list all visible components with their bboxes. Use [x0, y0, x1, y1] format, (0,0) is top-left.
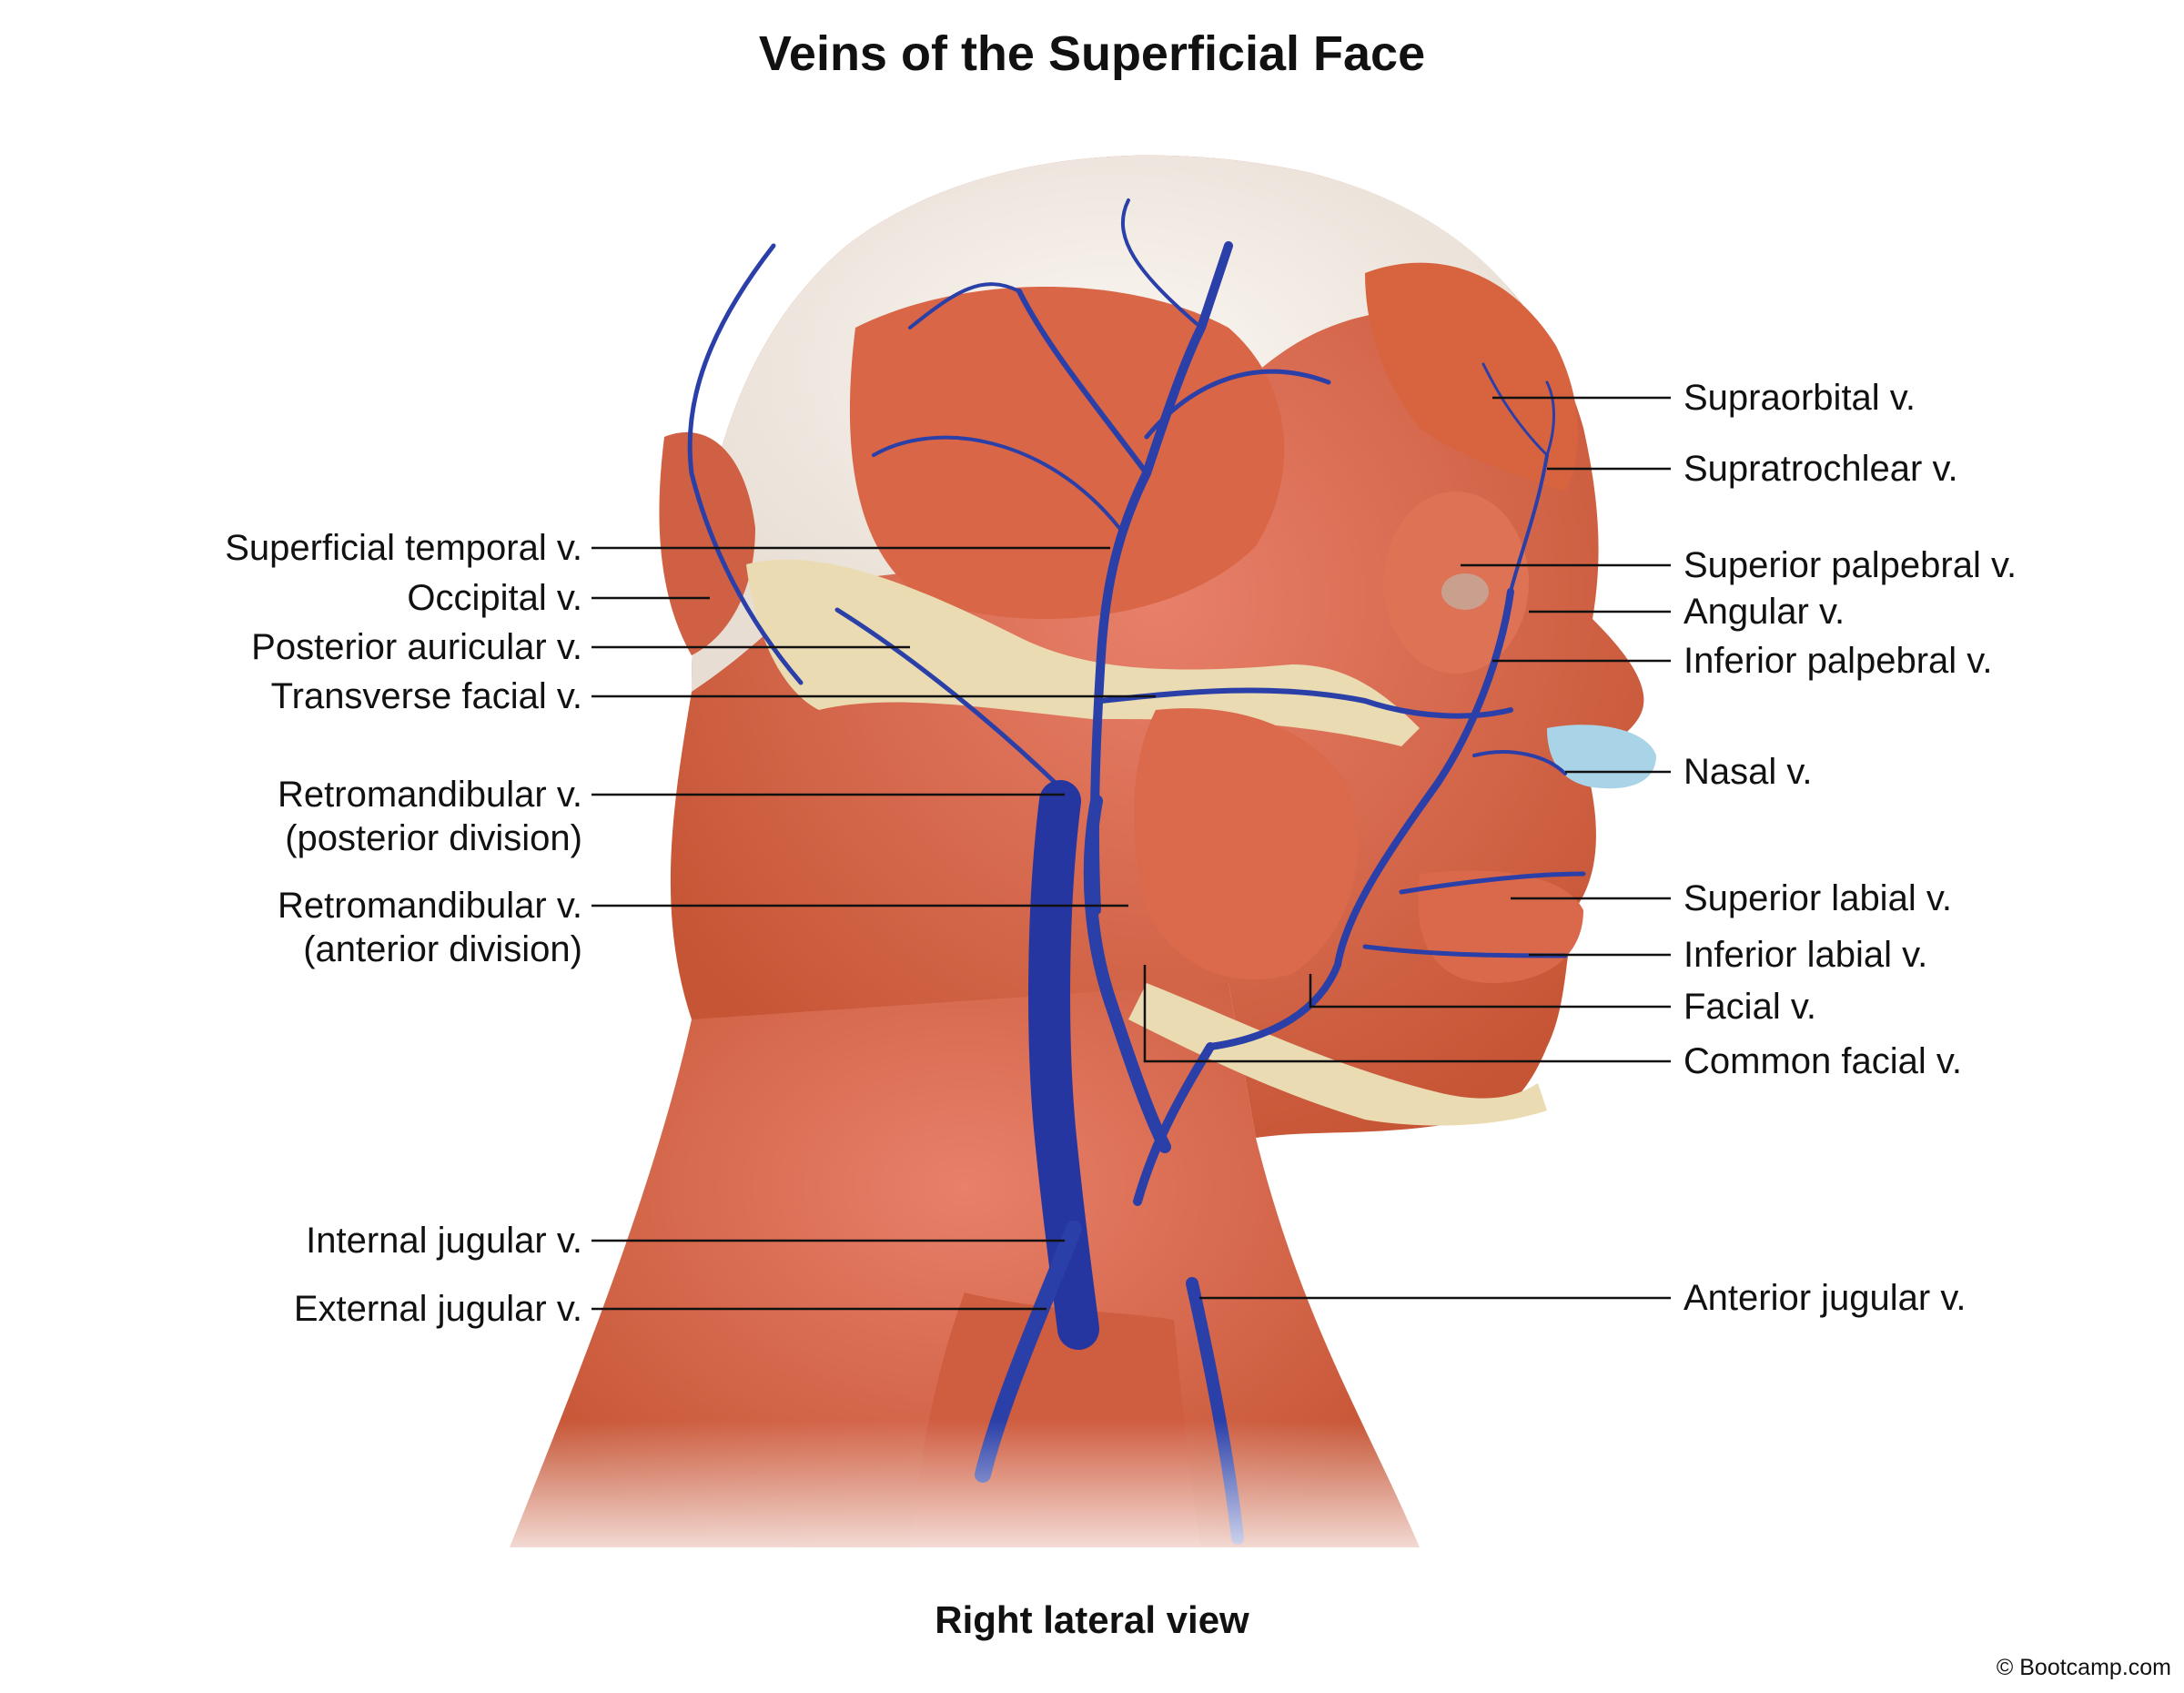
diagram-title: Veins of the Superficial Face [758, 26, 1426, 81]
angular-vein [1509, 453, 1549, 593]
label-common-facial-vein: Common facial v. [1684, 1041, 1963, 1081]
occipital-vein [687, 243, 804, 685]
label-retromandibular-vein-posterior: Retromandibular v. [278, 775, 582, 815]
internal-jugular-vein [1028, 780, 1099, 1350]
label-superior-palpebral-vein: Superior palpebral v. [1684, 545, 2017, 585]
superior-labial-vein [1399, 871, 1586, 895]
label-transverse-facial-vein: Transverse facial v. [270, 676, 582, 716]
label-superior-labial-vein: Superior labial v. [1684, 878, 1952, 918]
label-posterior-auricular-vein: Posterior auricular v. [251, 627, 582, 667]
copyright-notice: © Bootcamp.com [1996, 1655, 2171, 1680]
leader-lines [592, 396, 1671, 1311]
leader-common-facial [1143, 965, 1671, 1063]
zygomatic-arch [746, 559, 1420, 746]
label-retromandibular-vein-anterior: Retromandibular v. [278, 886, 582, 926]
label-retromandibular-anterior-division: (anterior division) [303, 929, 582, 969]
frontalis-muscle [1365, 262, 1578, 492]
bottom-fade [455, 1420, 1547, 1584]
label-supraorbital-vein: Supraorbital v. [1684, 378, 1916, 418]
label-supratrochlear-vein: Supratrochlear v. [1684, 449, 1958, 489]
supraorbital-vein [1481, 362, 1549, 457]
eye [1441, 573, 1489, 610]
common-facial-vein [1133, 1042, 1215, 1206]
retromandibular-vein [1083, 795, 1171, 1153]
label-retromandibular-posterior-division: (posterior division) [285, 818, 582, 858]
vein-network [687, 198, 1586, 1545]
label-nasal-vein: Nasal v. [1684, 752, 1813, 792]
facial-vein [1207, 588, 1514, 1050]
occipitalis-muscle [659, 431, 755, 655]
label-inferior-palpebral-vein: Inferior palpebral v. [1684, 641, 1993, 681]
view-caption: Right lateral view [935, 1598, 1249, 1641]
label-inferior-labial-vein: Inferior labial v. [1684, 935, 1928, 975]
masseter-muscle [1134, 708, 1358, 980]
label-superficial-temporal-vein: Superficial temporal v. [225, 528, 582, 568]
label-internal-jugular-vein: Internal jugular v. [306, 1221, 582, 1261]
superficial-temporal-vein [1089, 241, 1233, 915]
supratrochlear-vein [1545, 380, 1555, 457]
transverse-facial-vein [1098, 687, 1513, 719]
label-angular-vein: Angular v. [1684, 592, 1845, 632]
temporalis-muscle [849, 287, 1285, 619]
label-occipital-vein: Occipital v. [407, 578, 582, 618]
label-facial-vein: Facial v. [1684, 987, 1816, 1027]
nasal-vein [1472, 750, 1567, 776]
mandible [1128, 983, 1547, 1126]
label-anterior-jugular-vein: Anterior jugular v. [1684, 1278, 1967, 1318]
label-external-jugular-vein: External jugular v. [293, 1289, 582, 1329]
neck-muscles [510, 892, 1420, 1547]
leader-facial [1309, 974, 1671, 1009]
